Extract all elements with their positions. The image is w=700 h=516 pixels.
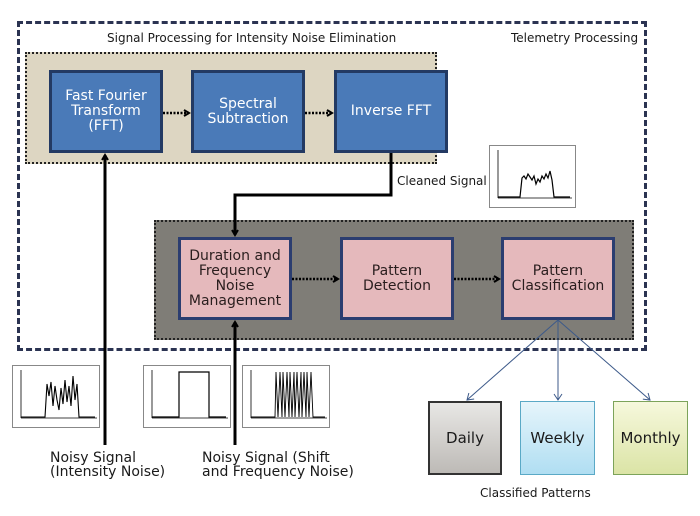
- telemetry-processing-title: Telemetry Processing: [511, 31, 639, 45]
- monthly-pattern-box: Monthly: [613, 401, 688, 475]
- cleaned-signal-waveform: [497, 150, 572, 199]
- fft-box: Fast Fourier Transform (FFT): [49, 70, 163, 153]
- weekly-pattern-box: Weekly: [520, 401, 595, 475]
- classified-patterns-caption: Classified Patterns: [480, 486, 591, 500]
- inverse-fft-box: Inverse FFT: [334, 70, 448, 153]
- cleaned-signal-plot: [489, 145, 576, 208]
- pattern-classification-box: Pattern Classification: [501, 237, 615, 320]
- weekly-label: Weekly: [530, 429, 585, 447]
- monthly-label: Monthly: [620, 429, 681, 447]
- cleaned-signal-label: Cleaned Signal: [397, 174, 487, 188]
- arrow-to-monthly: [557, 319, 651, 401]
- arrow-to-daily: [466, 319, 559, 401]
- shift-noise-waveform: [151, 370, 228, 419]
- stage1-title: Signal Processing for Intensity Noise El…: [107, 31, 397, 45]
- noisy-intensity-label: Noisy Signal (Intensity Noise): [50, 450, 166, 480]
- arrow-ifft-to-duration: [231, 153, 393, 237]
- noisy-intensity-waveform: [20, 370, 97, 419]
- spectral-subtraction-box: Spectral Subtraction: [191, 70, 305, 153]
- noisy-shift-plot: [143, 365, 231, 428]
- noisy-intensity-plot: [12, 365, 100, 428]
- noisy-frequency-plot: [242, 365, 330, 428]
- daily-pattern-box: Daily: [428, 401, 502, 475]
- duration-frequency-noise-management-box: Duration and Frequency Noise Management: [178, 237, 292, 320]
- frequency-noise-waveform: [250, 370, 327, 419]
- daily-label: Daily: [446, 429, 484, 447]
- telemetry-processing-container: [17, 21, 647, 351]
- pattern-detection-box: Pattern Detection: [340, 237, 454, 320]
- noisy-shift-frequency-label: Noisy Signal (Shift and Frequency Noise): [202, 450, 354, 480]
